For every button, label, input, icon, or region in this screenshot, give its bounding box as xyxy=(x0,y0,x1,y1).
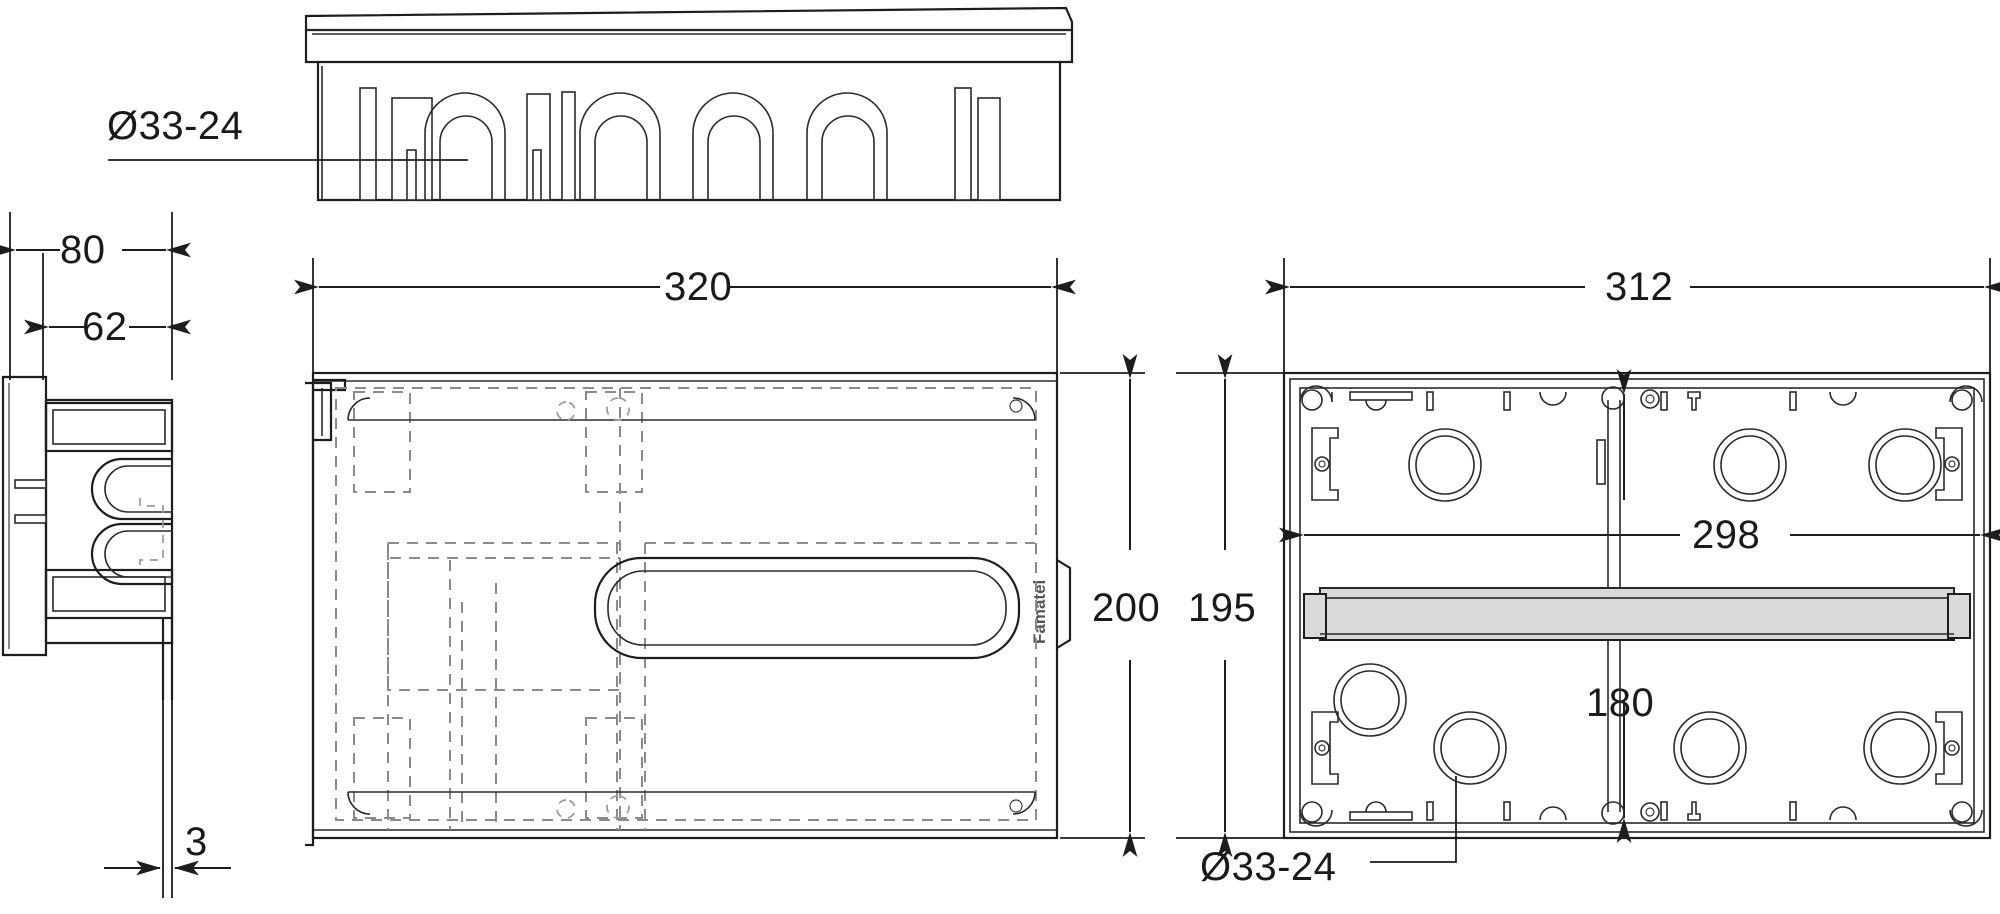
lip-thickness-label: 3 xyxy=(185,820,208,864)
dimension-front-width: 320 xyxy=(294,258,1076,380)
knockout-top-label: Ø33-24 xyxy=(107,104,243,148)
dimension-lip-thickness: 3 xyxy=(104,640,231,898)
depth-outer-label: 80 xyxy=(60,228,106,272)
top-view-ribs xyxy=(359,87,1001,201)
front-hidden-outline xyxy=(335,387,1037,830)
rear-inner-wall xyxy=(1299,387,1975,824)
rear-width-label: 312 xyxy=(1605,265,1673,309)
front-internal-rails xyxy=(347,397,1036,815)
front-height-label: 200 xyxy=(1092,586,1160,630)
side-view-terminal-lower xyxy=(44,568,174,620)
brand-label: Famatel xyxy=(1030,580,1049,644)
rear-knockouts-bottom xyxy=(1333,663,1937,785)
top-view-knockouts xyxy=(424,92,888,200)
rear-base-outline xyxy=(1282,371,1992,840)
inner-width-label: 298 xyxy=(1692,513,1760,557)
front-window xyxy=(593,556,1021,660)
rear-height-label: 195 xyxy=(1188,586,1256,630)
side-view-knockouts xyxy=(90,457,172,586)
left-side-section-view: 80 62 xyxy=(0,212,231,898)
front-screw-bosses xyxy=(556,397,1023,819)
side-view-terminal-upper xyxy=(44,401,174,453)
dimension-front-height: 200 xyxy=(1060,354,1160,857)
dimension-depth-outer: 80 xyxy=(0,212,191,380)
knockout-bottom-label: Ø33-24 xyxy=(1200,845,1336,889)
rear-knockouts-top xyxy=(1408,428,1942,502)
depth-inner-label: 62 xyxy=(82,305,128,349)
front-left-latch xyxy=(305,378,347,847)
front-right-brand-tab: Famatel xyxy=(1030,559,1072,649)
rear-din-rail xyxy=(1303,587,1971,641)
knockout-bottom-leader-group: Ø33-24 xyxy=(1200,776,1457,889)
side-latch-lower xyxy=(14,514,47,524)
dimension-rear-height: 195 xyxy=(1176,354,1284,857)
rear-corner-lugs xyxy=(1299,385,1983,827)
dimension-depth-inner: 62 xyxy=(24,253,191,380)
dimension-inner-width: 298 xyxy=(1279,513,2000,557)
top-elevation-view: Ø33-24 xyxy=(107,6,1074,202)
rear-edge-tabs xyxy=(1349,386,1857,825)
dimension-rear-width: 312 xyxy=(1265,258,2000,380)
front-width-label: 320 xyxy=(664,265,732,309)
front-cover-outline xyxy=(311,371,1059,840)
side-latch-upper xyxy=(14,479,47,489)
rear-base-view: 312 195 298 180 xyxy=(1176,258,2000,889)
front-cover-view: 320 200 Famatel xyxy=(294,258,1160,857)
